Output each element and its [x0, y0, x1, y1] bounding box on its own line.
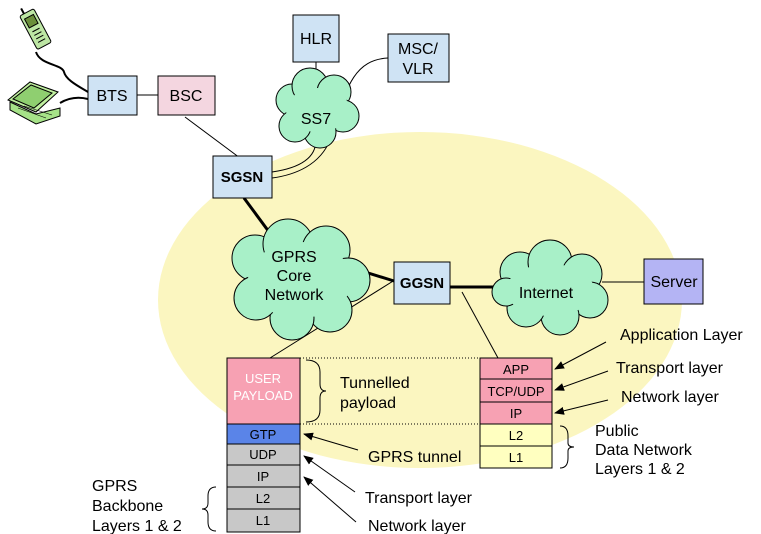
l1-layer-left [226, 508, 301, 533]
msc-vlr-node: MSC/ VLR [387, 33, 450, 83]
gprs-tunnel-label: GPRS tunnel [368, 449, 461, 466]
network-layer-left-arrow [303, 476, 357, 523]
tunnelled-payload-brace [305, 359, 327, 423]
gtp-label: GTP [250, 427, 277, 442]
tunnel-dotted-lines [300, 357, 480, 425]
core-label-line3: Network [265, 287, 325, 304]
network-layer-right-arrow [554, 399, 609, 415]
link-bsc-sgsn [184, 116, 241, 159]
server-node: Server [643, 258, 704, 305]
pdn-label-line1: Public [595, 423, 639, 440]
payload-label-line2: PAYLOAD [233, 388, 292, 403]
network-layer-left-label: Network layer [368, 518, 466, 534]
server-label: Server [650, 274, 698, 291]
l1-layer-right [479, 445, 553, 469]
udp-label-left: UDP [249, 447, 276, 462]
transport-layer-right-label: Transport layer [616, 360, 724, 377]
ip-label-left: IP [257, 469, 269, 484]
ss7-label: SS7 [301, 111, 331, 128]
backbone-label-line1: GPRS [92, 478, 137, 495]
tunnelled-label-line1: Tunnelled [340, 375, 410, 392]
app-label: APP [503, 362, 529, 377]
transport-layer-left-arrow [303, 455, 356, 493]
msc-label-line1: MSC/ [398, 41, 439, 58]
core-label-line1: GPRS [271, 249, 316, 266]
backbone-layers-brace [201, 486, 217, 532]
bts-node: BTS [87, 75, 138, 116]
right-protocol-stack [479, 357, 553, 469]
ggsn-label: GGSN [400, 275, 444, 292]
link-ggsn-right-stack [461, 291, 499, 359]
laptop-icon [7, 81, 61, 125]
pdn-layers-brace [559, 425, 575, 469]
pdn-label-line2: Data Network [595, 442, 693, 459]
backbone-label-line3: Layers 1 & 2 [92, 518, 182, 534]
mobile-phone-icon [19, 7, 52, 50]
transport-layer-left-label: Transport layer [365, 490, 473, 507]
tcpudp-label: TCP/UDP [487, 384, 544, 399]
bsc-node: BSC [157, 75, 216, 116]
core-label-line2: Core [277, 268, 312, 285]
sgsn-label: SGSN [221, 169, 264, 186]
backbone-label-line2: Backbone [92, 498, 163, 515]
msc-label-line2: VLR [402, 61, 433, 78]
bsc-label: BSC [170, 88, 203, 105]
pdn-label-line3: Layers 1 & 2 [595, 461, 685, 478]
hlr-node: HLR [292, 14, 340, 63]
network-layer-right-label: Network layer [621, 389, 719, 406]
l2-label-left: L2 [256, 491, 270, 506]
bts-label: BTS [96, 88, 127, 105]
tunnelled-label-line2: payload [340, 395, 396, 412]
sgsn-node: SGSN [212, 155, 273, 199]
application-layer-arrow [554, 341, 607, 370]
transport-layer-right-arrow [554, 370, 609, 391]
gprs-tunnel-arrow [303, 432, 359, 451]
gprs-core-cloud: GPRS Core Network [231, 218, 371, 341]
user-payload-layer [226, 357, 301, 425]
left-protocol-stack [226, 357, 301, 533]
ss7-cloud: SS7 [275, 67, 360, 149]
ip-label-right: IP [510, 406, 522, 421]
l1-label-left: L1 [256, 513, 270, 528]
application-layer-label: Application Layer [620, 327, 743, 344]
l1-label-right: L1 [509, 450, 523, 465]
internet-label: Internet [519, 285, 574, 302]
payload-label-line1: USER [245, 371, 281, 386]
arrows [303, 341, 609, 523]
internet-cloud: Internet [491, 239, 609, 336]
hlr-label: HLR [300, 31, 332, 48]
l2-label-right: L2 [509, 428, 523, 443]
ggsn-node: GGSN [393, 261, 451, 305]
braces [201, 359, 575, 532]
link-laptop-bts [59, 96, 89, 104]
link-phone-bts [35, 51, 89, 93]
